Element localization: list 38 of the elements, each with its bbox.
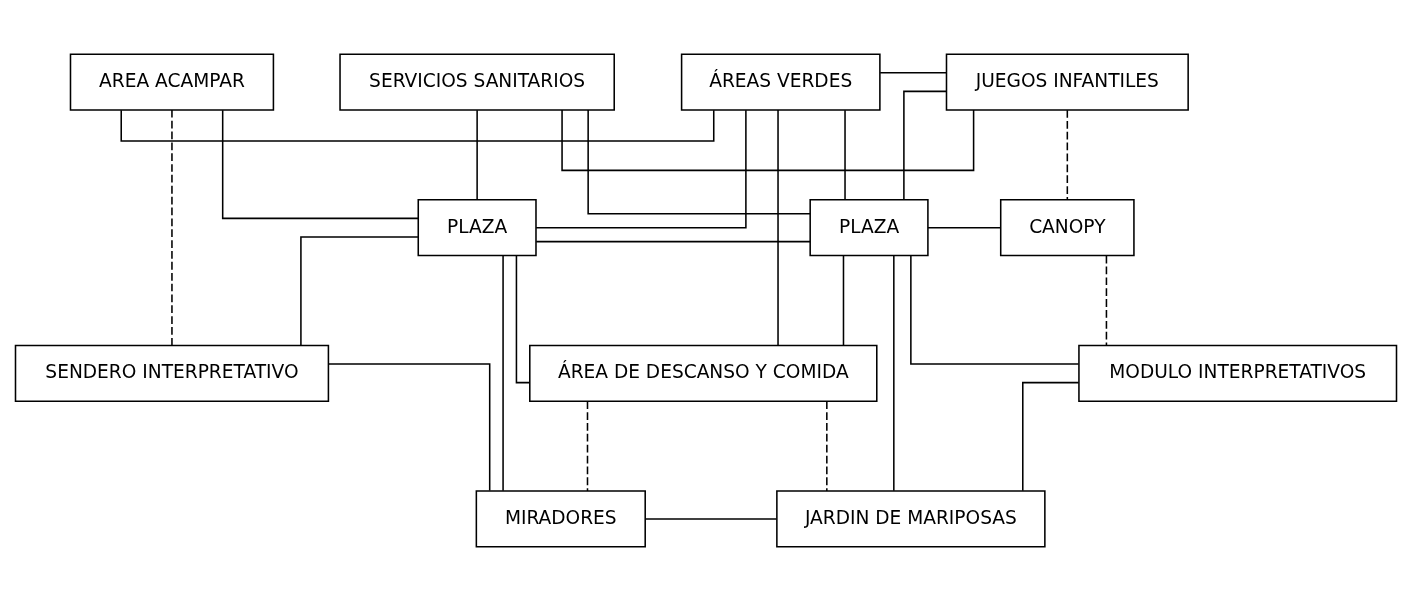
connector (644, 517, 778, 520)
node-box: JARDIN DE MARIPOSAS (776, 489, 1046, 548)
connector (1105, 254, 1108, 346)
node-box: CANOPY (999, 198, 1135, 256)
node-box: SERVICIOS SANITARIOS (339, 52, 615, 111)
node-box: MODULO INTERPRETATIVOS (1078, 344, 1398, 402)
connector (561, 108, 975, 171)
connector (903, 90, 948, 200)
node-box: SENDERO INTERPRETATIVO (14, 344, 330, 402)
connector (502, 254, 504, 491)
node-box: AREA ACAMPAR (69, 52, 275, 111)
node-box: JUEGOS INFANTILES (945, 52, 1189, 111)
node-box: PLAZA (809, 198, 929, 256)
connector (844, 108, 846, 200)
connector (1022, 381, 1080, 491)
connector (535, 240, 811, 242)
connector (777, 108, 779, 346)
connector (879, 71, 948, 74)
connector (910, 254, 1080, 365)
node-box: ÁREA DE DESCANSO Y COMIDA (529, 344, 878, 402)
node-box: MIRADORES (475, 489, 646, 548)
connector (476, 108, 478, 200)
connector (327, 362, 491, 491)
connector (535, 108, 747, 228)
connector (927, 226, 1002, 228)
connector (120, 108, 715, 142)
connector (842, 254, 845, 346)
connector (515, 254, 531, 383)
connector (300, 235, 419, 346)
connector (586, 400, 589, 492)
connector (221, 109, 419, 219)
connector (826, 400, 828, 492)
connector (171, 108, 173, 346)
connector (587, 108, 811, 215)
connector (893, 254, 895, 491)
node-box: PLAZA (417, 198, 537, 256)
connector (1066, 108, 1069, 200)
node-box: ÁREAS VERDES (680, 52, 881, 111)
